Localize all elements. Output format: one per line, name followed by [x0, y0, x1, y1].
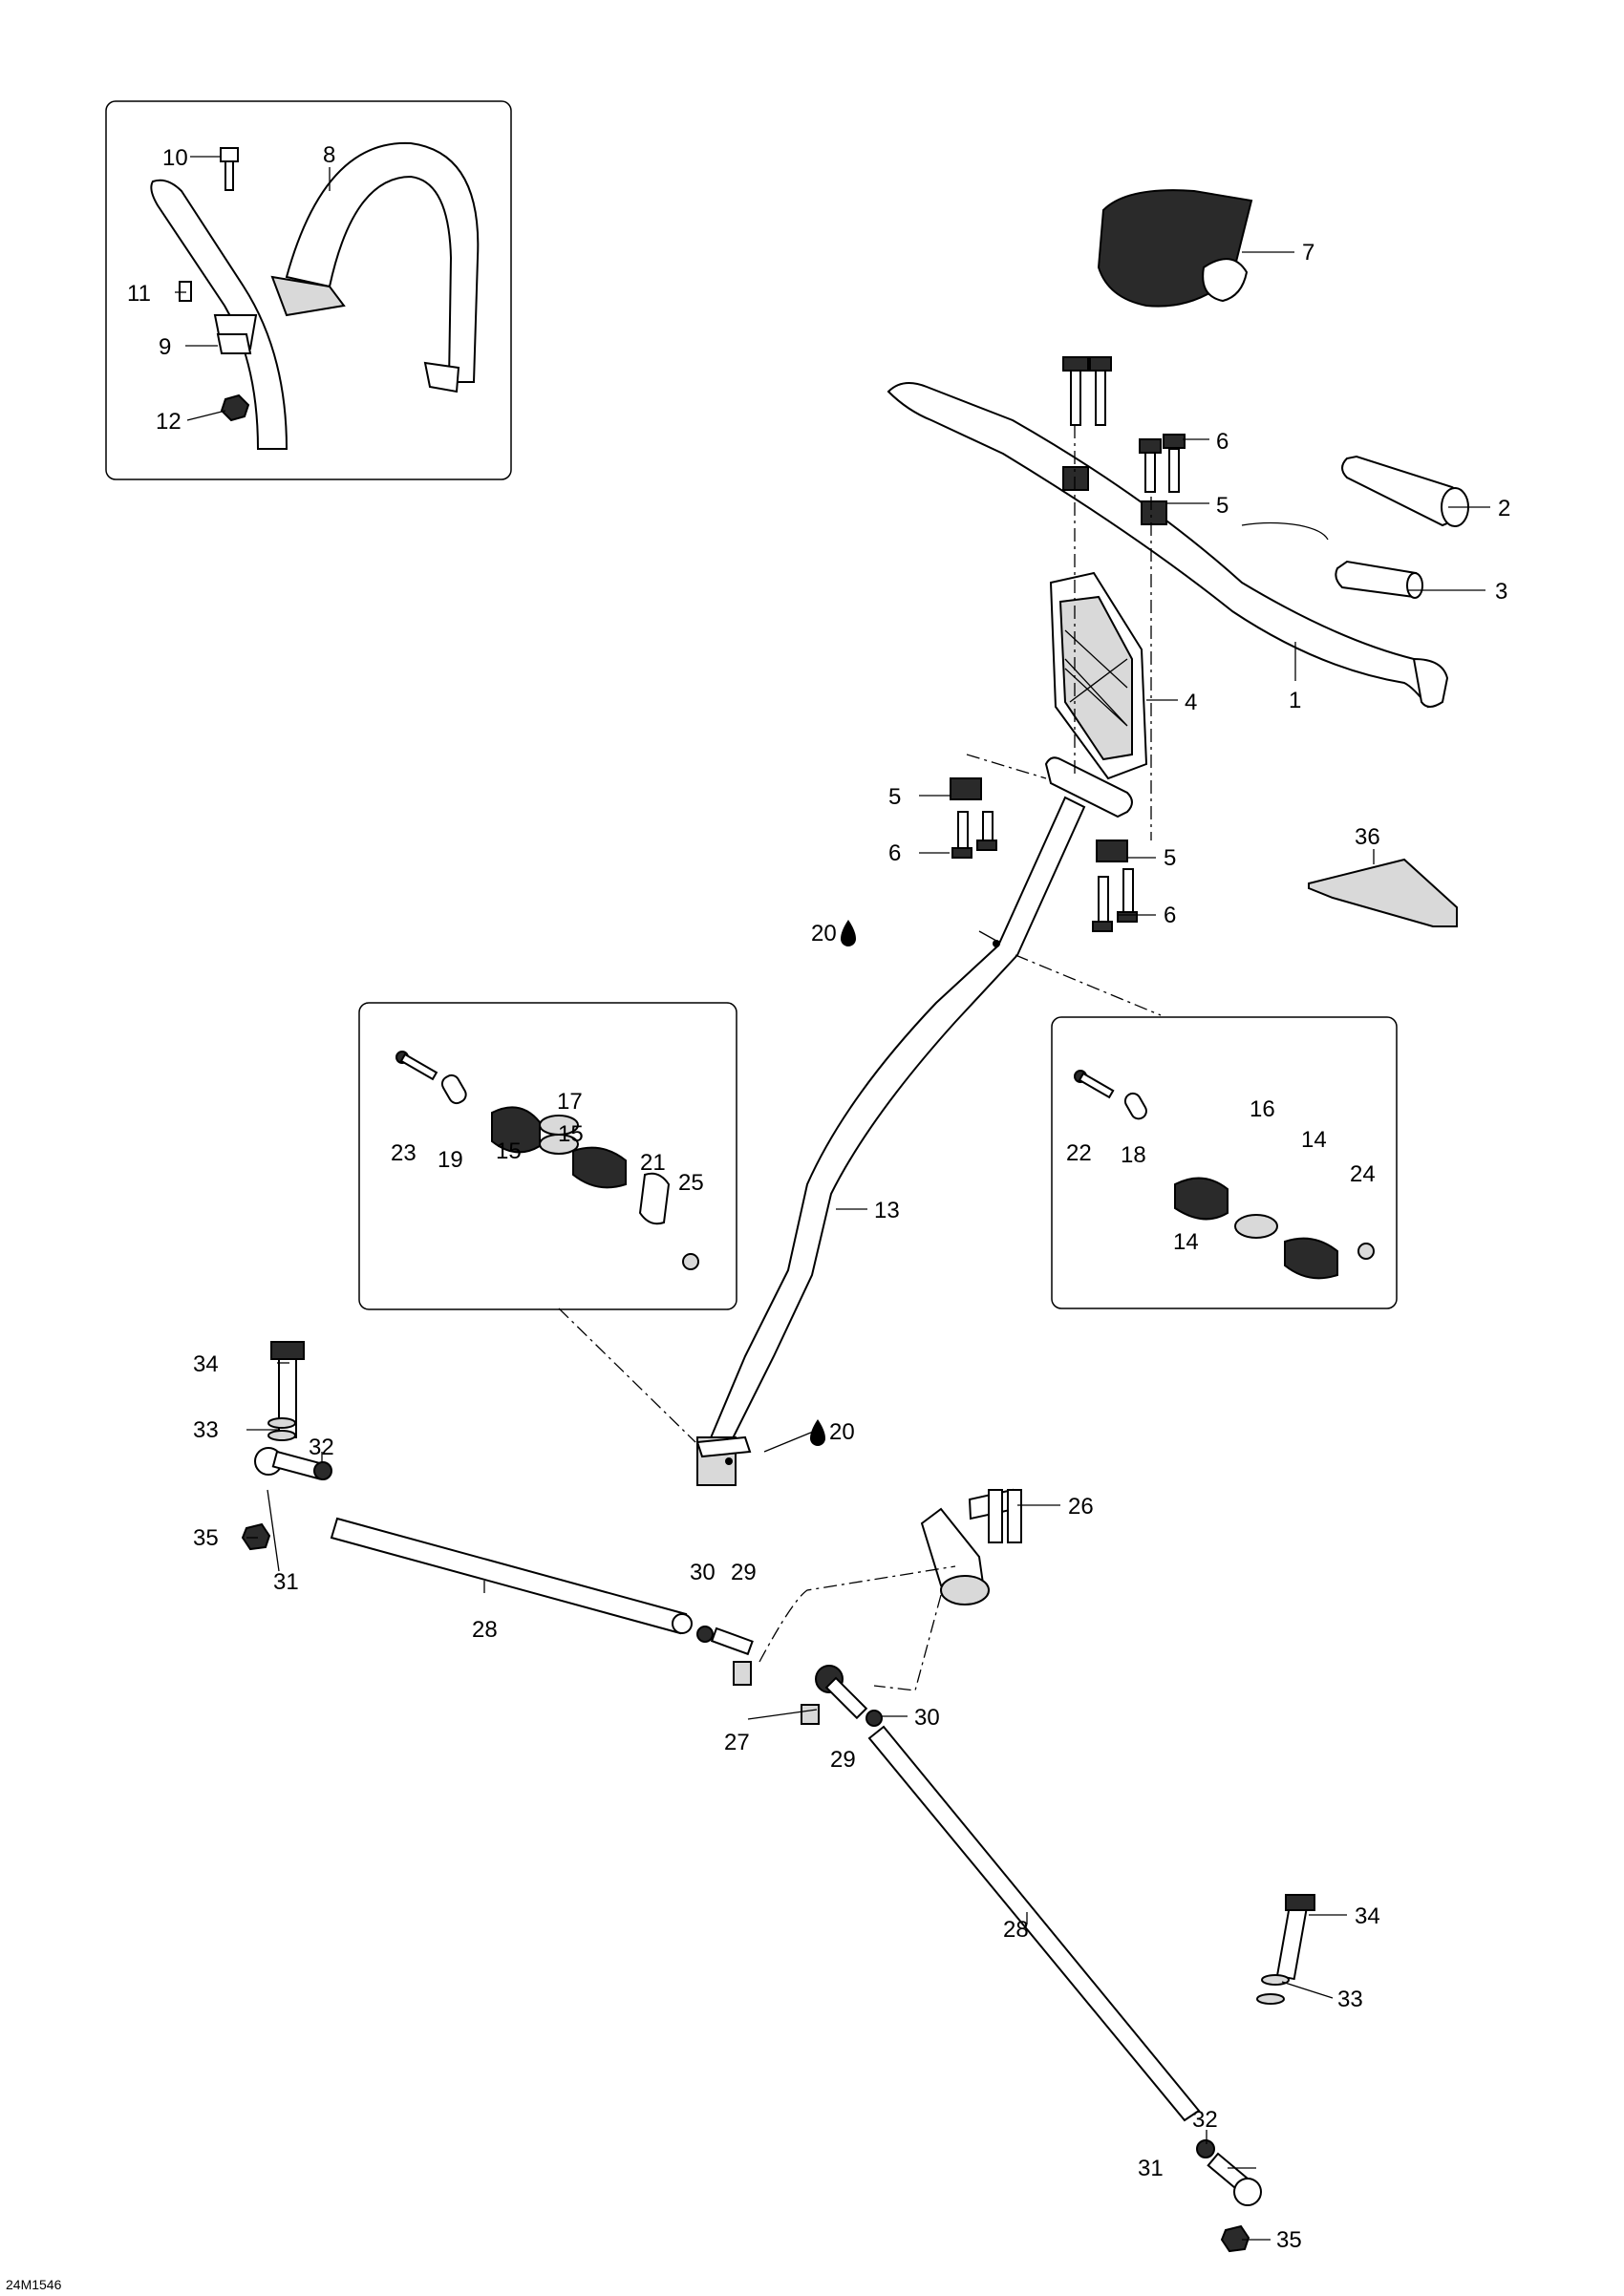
callout-24: 24	[1350, 1161, 1376, 1187]
callout-labels: 1 2 3 4 5 5 5 6 6 6 7 8 9 10 11 12 13 14…	[127, 142, 1510, 2253]
callout-13: 13	[874, 1198, 900, 1223]
callout-14-bottom: 14	[1173, 1229, 1199, 1255]
callout-34-upper: 34	[193, 1351, 219, 1377]
top-clamp-parts	[1062, 356, 1186, 525]
assembly-lines	[558, 425, 1162, 1691]
callout-5-left: 5	[888, 784, 901, 810]
callout-26: 26	[1068, 1494, 1094, 1520]
callout-20-top: 20	[811, 921, 837, 946]
callout-32-lower: 32	[1192, 2107, 1218, 2133]
callout-30-lower: 30	[914, 1705, 940, 1731]
callout-28-upper: 28	[472, 1617, 498, 1643]
inset-handlebar-parts	[150, 141, 480, 450]
callout-20-bottom: 20	[829, 1419, 855, 1445]
callout-21: 21	[640, 1150, 666, 1176]
callout-8: 8	[323, 142, 335, 168]
callout-17: 17	[557, 1089, 583, 1115]
callout-35-lower: 35	[1276, 2227, 1302, 2253]
callout-32-upper: 32	[309, 1435, 334, 1460]
handlebar-assembly	[887, 382, 1469, 709]
leader-lines	[175, 156, 1490, 2241]
callout-9: 9	[159, 334, 171, 360]
callout-7: 7	[1302, 240, 1314, 266]
lubricant-drop-icon	[841, 920, 856, 946]
callout-28-lower: 28	[1003, 1917, 1029, 1943]
plate	[1308, 858, 1458, 927]
callout-6-right: 6	[1164, 903, 1176, 928]
callout-29-lower: 29	[830, 1747, 856, 1773]
callout-6-top: 6	[1216, 429, 1229, 455]
callout-4: 4	[1185, 690, 1197, 715]
callout-5-top: 5	[1216, 493, 1229, 519]
callout-23: 23	[391, 1140, 417, 1166]
callout-2: 2	[1498, 496, 1510, 521]
riser-block	[1049, 571, 1148, 780]
callout-14-top: 14	[1301, 1127, 1327, 1153]
reference-code: 24M1546	[6, 2277, 62, 2292]
callout-15-top: 15	[558, 1121, 584, 1147]
inset-clamp-detail-left	[358, 1002, 737, 1310]
callout-22: 22	[1066, 1140, 1092, 1166]
left-clamp-parts	[395, 1051, 699, 1270]
callout-31-upper: 31	[273, 1569, 299, 1595]
callout-25: 25	[678, 1170, 704, 1196]
callout-29-upper: 29	[731, 1560, 757, 1585]
callout-5-right: 5	[1164, 845, 1176, 871]
callout-30-upper: 30	[690, 1560, 716, 1585]
callout-16: 16	[1250, 1096, 1275, 1122]
callout-34-lower: 34	[1355, 1903, 1380, 1929]
callout-33-lower: 33	[1337, 1987, 1363, 2012]
right-clamp-parts	[1074, 1070, 1375, 1280]
callout-6-left: 6	[888, 840, 901, 866]
callout-18: 18	[1121, 1142, 1146, 1168]
callout-12: 12	[156, 409, 182, 435]
lubricant-drop-icon	[810, 1419, 825, 1446]
inset-handlebar-detail	[105, 100, 512, 480]
bottom-clamp-parts	[950, 777, 1138, 932]
callout-36: 36	[1355, 824, 1380, 850]
steering-arm-bracket	[920, 1488, 1022, 1605]
inset-clamp-detail-right	[1051, 1016, 1398, 1309]
lower-tie-rod	[801, 1665, 1315, 2253]
lubrication-point	[993, 940, 1000, 947]
callout-15-bottom: 15	[496, 1138, 522, 1164]
lubrication-point	[725, 1457, 733, 1465]
callout-31-lower: 31	[1138, 2156, 1164, 2181]
callout-27: 27	[724, 1730, 750, 1755]
callout-35-upper: 35	[193, 1525, 219, 1551]
callout-19: 19	[438, 1147, 463, 1173]
callout-33-upper: 33	[193, 1417, 219, 1443]
steering-column	[695, 756, 1133, 1486]
callout-1: 1	[1289, 688, 1301, 713]
callout-11: 11	[127, 281, 151, 307]
callout-3: 3	[1495, 579, 1507, 605]
callout-10: 10	[162, 145, 188, 171]
handlebar-pad	[1097, 189, 1253, 308]
upper-tie-rod	[241, 1341, 754, 1686]
